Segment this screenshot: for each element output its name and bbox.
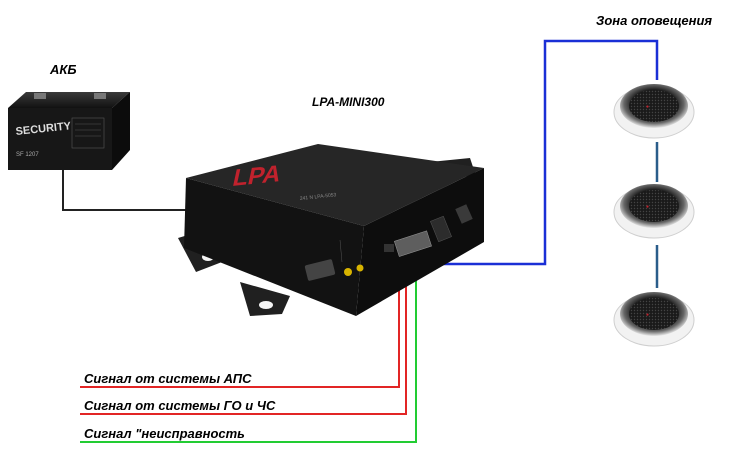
signal-aps-label: Сигнал от системы АПС — [84, 371, 252, 386]
device-label: LPA-MINI300 — [312, 95, 385, 109]
battery-label: АКБ — [49, 62, 77, 77]
ceiling-speaker-icon: ● — [613, 292, 695, 347]
ceiling-speaker-icon: ● — [613, 184, 695, 239]
signal-terminal-block — [393, 230, 432, 257]
speaker-badge-1: ● — [646, 104, 649, 110]
signal-go-wire — [80, 252, 407, 415]
power-switch — [455, 204, 473, 224]
battery-power-wire — [62, 168, 190, 211]
audio-jack-2 — [356, 264, 364, 272]
speaker-badge-2: ● — [646, 204, 649, 210]
battery-model: SF 1207 — [16, 152, 39, 158]
terminal-block-1 — [384, 244, 394, 252]
device-sublabel: 241 N LPA-5053 — [300, 192, 337, 202]
ceiling-speaker-icon: ● — [613, 84, 695, 139]
speaker-badge-3: ● — [646, 312, 649, 318]
battery-icon: SECURITY SF 1207 — [8, 92, 130, 170]
signal-aps-wire — [80, 252, 400, 388]
power-socket — [430, 215, 452, 243]
serial-port — [304, 259, 336, 281]
audio-jack — [344, 268, 352, 276]
signal-fault-label: Сигнал "неисправность — [84, 426, 245, 441]
battery-brand: SECURITY — [15, 120, 72, 138]
amplifier-device: LPA 241 N LPA-5053 — [178, 144, 484, 316]
device-logo: LPA — [230, 161, 283, 192]
signal-go-label: Сигнал от системы ГО и ЧС — [84, 398, 276, 413]
signal-fault-wire — [80, 252, 417, 443]
zone-label: Зона оповещения — [596, 13, 712, 28]
